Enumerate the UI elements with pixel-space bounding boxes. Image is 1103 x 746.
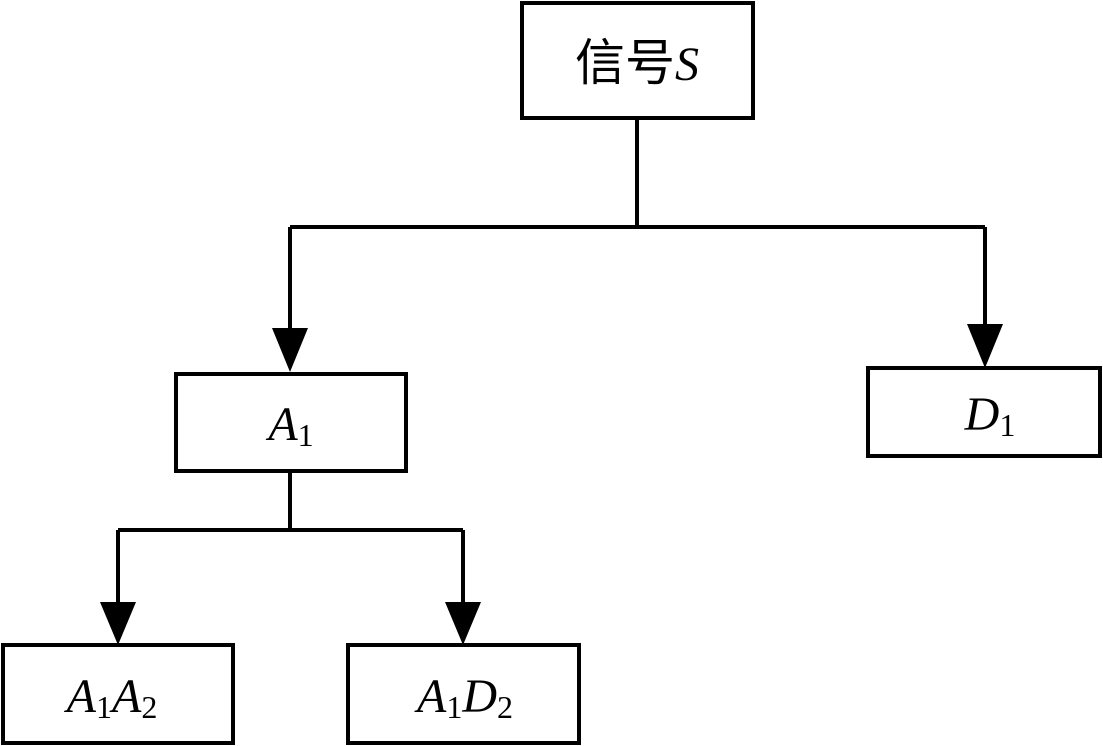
node-a1a2: A1A2: [1, 643, 235, 745]
node-a1: A1: [174, 372, 408, 473]
arrowhead-a1: [272, 328, 308, 372]
node-a1d2-label: A1D2: [414, 670, 513, 725]
node-a1-label: A1: [265, 398, 313, 453]
node-signal-s-label: 信号S: [575, 34, 699, 92]
node-a1a2-box: [1, 643, 235, 745]
edges-level-1: [272, 118, 1003, 372]
node-d1-box: [866, 366, 1102, 458]
node-signal-s-box: [520, 1, 755, 120]
node-d1-label: D1: [964, 388, 1016, 443]
node-a1d2: A1D2: [346, 643, 581, 745]
node-d1: D1: [866, 366, 1102, 458]
edges-level-2: [100, 472, 481, 645]
arrowhead-a1d2: [445, 602, 481, 645]
arrowhead-a1a2: [100, 602, 136, 645]
node-a1-box: [174, 372, 408, 473]
node-a1d2-box: [346, 643, 581, 745]
arrowhead-d1: [967, 324, 1003, 368]
node-signal-s: 信号S: [520, 1, 755, 120]
node-a1a2-label: A1A2: [64, 670, 158, 725]
